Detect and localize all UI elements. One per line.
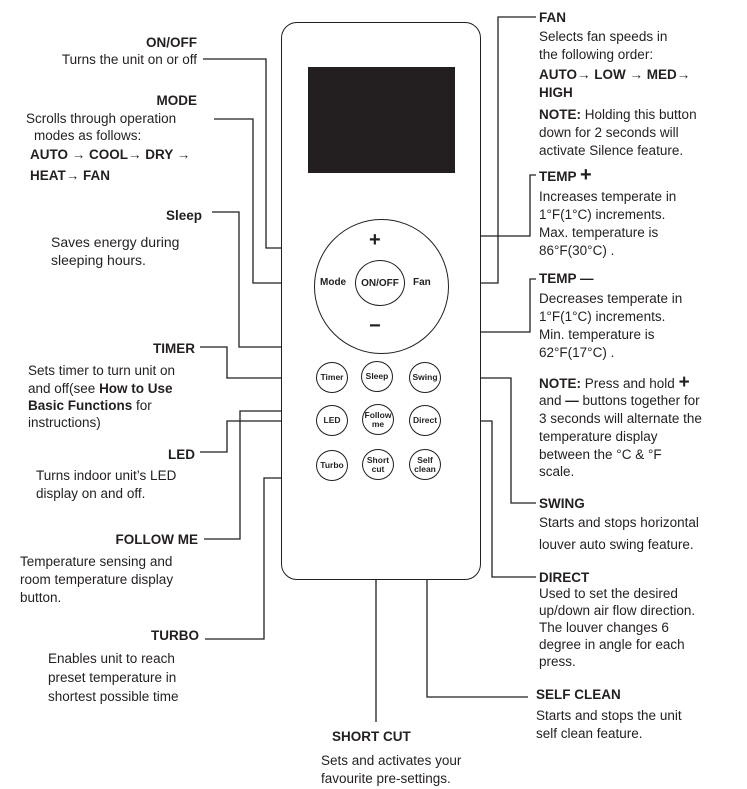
direct-desc-5: press.: [539, 654, 576, 669]
mode-title: MODE: [156, 93, 198, 108]
timer-desc-4: instructions): [28, 415, 101, 430]
plus-icon: +: [678, 372, 690, 393]
note-line-4: temperature display: [539, 429, 658, 444]
sleep-title: Sleep: [165, 208, 202, 223]
follow-me-button[interactable]: Follow me: [362, 404, 394, 435]
follow-me-desc-1: Temperature sensing and: [20, 554, 173, 569]
plus-icon: +: [580, 164, 592, 186]
temp-plus-desc-2: 1°F(1°C) increments.: [539, 207, 666, 222]
note-line-2: and — buttons together for: [539, 393, 700, 408]
follow-me-title: FOLLOW ME: [115, 532, 198, 547]
fan-desc-2: the following order:: [539, 47, 654, 62]
onoff-button[interactable]: ON/OFF: [355, 260, 405, 306]
temp-minus-title: TEMP —: [539, 271, 594, 286]
fan-title: FAN: [539, 10, 566, 25]
swing-button[interactable]: Swing: [409, 362, 441, 393]
turbo-desc-2: preset temperature in: [48, 670, 177, 685]
timer-button[interactable]: Timer: [316, 362, 348, 393]
fan-note-1: NOTE: Holding this button: [539, 107, 697, 122]
fan-sequence-2: HIGH: [539, 85, 573, 100]
note-line-5: between the °C & °F: [539, 447, 662, 462]
mode-desc-1: Scrolls through operation: [26, 111, 177, 126]
turbo-button[interactable]: Turbo: [316, 450, 348, 481]
onoff-title: ON/OFF: [146, 35, 197, 50]
timer-title: TIMER: [153, 341, 195, 356]
timer-desc-1: Sets timer to turn unit on: [28, 363, 176, 378]
timer-desc-2: and off(see How to Use: [28, 381, 173, 396]
follow-me-desc-2: room temperature display: [20, 572, 174, 587]
temp-minus-button[interactable]: −: [369, 315, 381, 337]
direct-desc-1: Used to set the desired: [539, 586, 678, 601]
led-desc-2: display on and off.: [36, 486, 146, 501]
temp-minus-desc-4: 62°F(17°C) .: [539, 345, 615, 360]
temp-plus-desc-1: Increases temperate in: [539, 189, 677, 204]
temp-minus-desc-2: 1°F(1°C) increments.: [539, 309, 666, 324]
led-button[interactable]: LED: [316, 405, 348, 436]
short-cut-desc-1: Sets and activates your: [321, 753, 462, 768]
self-clean-title: SELF CLEAN: [536, 687, 621, 702]
minus-icon: —: [565, 393, 579, 408]
follow-me-desc-3: button.: [20, 590, 62, 605]
timer-leader: [200, 346, 317, 379]
self-clean-desc-1: Starts and stops the unit: [536, 708, 682, 723]
temp-plus-desc-4: 86°F(30°C) .: [539, 243, 615, 258]
note-line-1: NOTE: Press and hold +: [539, 372, 690, 393]
led-title: LED: [168, 447, 195, 462]
led-desc-1: Turns indoor unit’s LED: [36, 468, 177, 483]
mode-button[interactable]: Mode: [320, 277, 347, 288]
minus-icon: —: [580, 271, 594, 286]
short-cut-button[interactable]: Short cut: [362, 449, 394, 480]
fan-note-3: activate Silence feature.: [539, 143, 684, 158]
lcd-screen: [308, 67, 455, 173]
temp-plus-desc-3: Max. temperature is: [539, 225, 659, 240]
mode-sequence-1: AUTO → COOL→ DRY →: [30, 147, 191, 162]
mode-sequence-2: HEAT→ FAN: [30, 168, 110, 183]
temp-minus-desc-1: Decreases temperate in: [539, 291, 683, 306]
self-clean-button[interactable]: Self clean: [409, 449, 441, 480]
sleep-button[interactable]: Sleep: [361, 361, 393, 392]
swing-desc-2: louver auto swing feature.: [539, 537, 694, 552]
turbo-title: TURBO: [151, 628, 199, 643]
swing-desc-1: Starts and stops horizontal: [539, 515, 699, 530]
temp-minus-desc-3: Min. temperature is: [539, 327, 655, 342]
fan-note-2: down for 2 seconds will: [539, 125, 679, 140]
direct-title: DIRECT: [539, 570, 590, 585]
temp-plus-title: TEMP +: [539, 164, 592, 186]
sleep-desc-1: Saves energy during: [51, 234, 180, 250]
mode-desc-2: modes as follows:: [34, 128, 142, 143]
turbo-desc-3: shortest possible time: [48, 689, 179, 704]
fan-button[interactable]: Fan: [413, 277, 431, 288]
self-clean-desc-2: self clean feature.: [536, 726, 643, 741]
fan-desc-1: Selects fan speeds in: [539, 29, 668, 44]
direct-desc-4: degree in angle for each: [539, 637, 685, 652]
direct-desc-2: up/down air flow direction.: [539, 603, 696, 618]
sleep-desc-2: sleeping hours.: [51, 252, 146, 268]
turbo-desc-1: Enables unit to reach: [48, 651, 175, 666]
short-cut-desc-2: favourite pre-settings.: [321, 771, 451, 786]
onoff-desc: Turns the unit on or off: [61, 52, 197, 67]
led-leader: [200, 420, 317, 453]
fan-sequence-1: AUTO→ LOW → MED→: [539, 67, 691, 82]
short-cut-title: SHORT CUT: [332, 729, 411, 744]
timer-desc-3: Basic Functions for: [28, 398, 152, 413]
note-line-3: 3 seconds will alternate the: [539, 411, 702, 426]
note-line-6: scale.: [539, 464, 575, 479]
swing-title: SWING: [539, 496, 585, 511]
direct-desc-3: The louver changes 6: [539, 620, 669, 635]
control-dial: [314, 219, 449, 354]
direct-button[interactable]: Direct: [409, 405, 441, 436]
temp-plus-button[interactable]: +: [369, 229, 381, 251]
